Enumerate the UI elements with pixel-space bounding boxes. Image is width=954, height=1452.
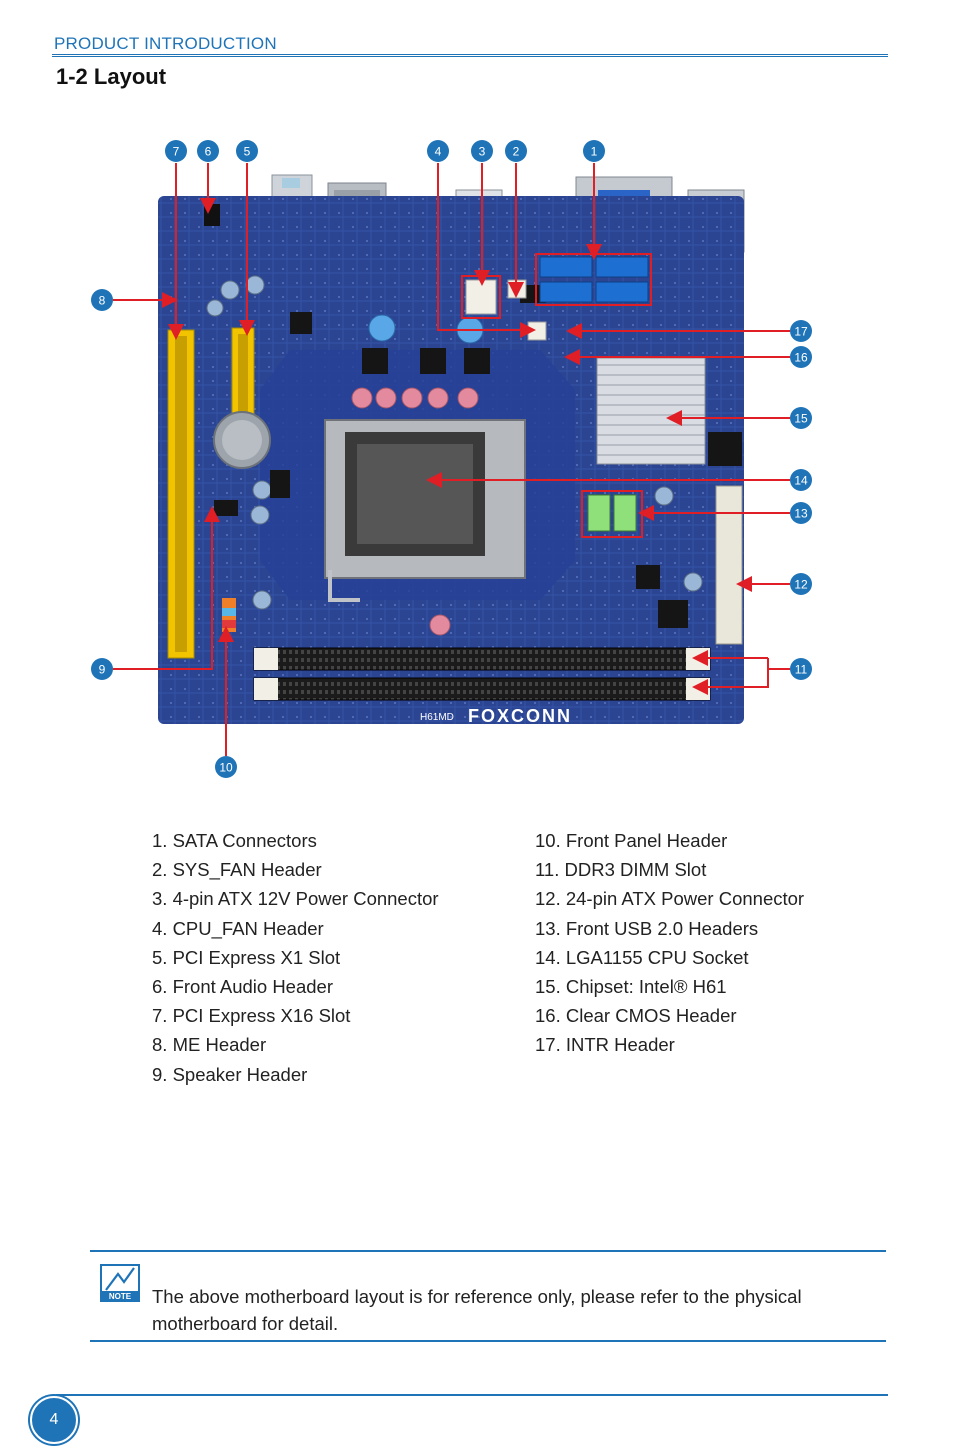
- callout-6: 6: [197, 140, 219, 162]
- callout-4: 4: [427, 140, 449, 162]
- callout-9: 9: [91, 658, 113, 680]
- dimm-slot-2: [253, 677, 711, 701]
- atx-24pin: [715, 485, 743, 645]
- legend-item: 14. LGA1155 CPU Socket: [535, 946, 749, 968]
- motherboard-layout-diagram: H61MD FOXCONN 1 2 3 4 5 6 7 8 9 10 11 12…: [91, 140, 812, 778]
- legend-item: 5. PCI Express X1 Slot: [152, 946, 341, 968]
- svg-text:8: 8: [99, 294, 106, 308]
- callout-16: 16: [790, 346, 812, 368]
- page-title: 1-2 Layout: [56, 64, 167, 89]
- svg-text:13: 13: [794, 507, 808, 521]
- legend-item: 10. Front Panel Header: [535, 830, 728, 851]
- legend-item: 2. SYS_FAN Header: [152, 859, 322, 881]
- header-rule: [52, 54, 888, 57]
- chipset-heatsink: [596, 357, 706, 465]
- note-icon: NOTE: [100, 1264, 140, 1302]
- callout-11: 11: [790, 658, 812, 680]
- legend-item: 16. Clear CMOS Header: [535, 1005, 737, 1027]
- svg-text:10: 10: [219, 761, 233, 775]
- svg-text:6: 6: [205, 145, 212, 159]
- legend-item: 3. 4-pin ATX 12V Power Connector: [152, 888, 439, 910]
- svg-text:4: 4: [435, 145, 442, 159]
- footer-rule: [56, 1394, 888, 1396]
- svg-text:16: 16: [794, 351, 808, 365]
- legend-item: 12. 24-pin ATX Power Connector: [535, 888, 805, 910]
- legend-item: 13. Front USB 2.0 Headers: [535, 917, 759, 939]
- callout-1: 1: [583, 140, 605, 162]
- board-model-text: H61MD: [420, 712, 454, 723]
- callout-13: 13: [790, 502, 812, 524]
- legend-list-right: 10. Front Panel Header 11. DDR3 DIMM Slo…: [535, 826, 804, 1060]
- svg-text:3: 3: [479, 145, 486, 159]
- svg-text:15: 15: [794, 412, 808, 426]
- sata-connectors: [539, 256, 649, 303]
- dimm-slot-1: [253, 647, 711, 671]
- svg-text:12: 12: [794, 578, 808, 592]
- callout-10: 10: [215, 756, 237, 778]
- svg-text:9: 9: [99, 663, 106, 677]
- legend-item: 8. ME Header: [152, 1034, 267, 1056]
- callout-12: 12: [790, 573, 812, 595]
- legend-item: 4. CPU_FAN Header: [152, 917, 324, 939]
- note-text: The above motherboard layout is for refe…: [152, 1286, 802, 1334]
- svg-text:17: 17: [794, 325, 808, 339]
- svg-text:NOTE: NOTE: [109, 1292, 132, 1301]
- callout-5: 5: [236, 140, 258, 162]
- svg-text:14: 14: [794, 474, 808, 488]
- legend-list-left: 1. SATA Connectors 2. SYS_FAN Header 3. …: [152, 826, 439, 1089]
- board-brand-text: FOXCONN: [468, 706, 572, 726]
- svg-text:2: 2: [513, 145, 520, 159]
- callout-15: 15: [790, 407, 812, 429]
- svg-text:7: 7: [173, 145, 180, 159]
- legend-item: 15. Chipset: Intel® H61: [535, 975, 727, 997]
- svg-text:1: 1: [591, 145, 598, 159]
- legend-item: 1. SATA Connectors: [152, 830, 317, 851]
- page-number: 4: [30, 1396, 78, 1444]
- callout-7: 7: [165, 140, 187, 162]
- svg-text:11: 11: [795, 663, 808, 677]
- svg-text:5: 5: [244, 145, 251, 159]
- front-panel-header: [222, 598, 236, 632]
- note-rule-bottom: [90, 1340, 886, 1342]
- legend-item: 9. Speaker Header: [152, 1063, 308, 1085]
- legend-item: 6. Front Audio Header: [152, 975, 333, 997]
- section-label: PRODUCT INTRODUCTION: [54, 34, 277, 53]
- legend-item: 11. DDR3 DIMM Slot: [535, 859, 707, 881]
- legend-item: 17. INTR Header: [535, 1034, 675, 1056]
- legend-item: 7. PCI Express X16 Slot: [152, 1005, 351, 1027]
- note-rule-top: [90, 1250, 886, 1252]
- callout-3: 3: [471, 140, 493, 162]
- callout-17: 17: [790, 320, 812, 342]
- callout-8: 8: [91, 289, 113, 311]
- callout-2: 2: [505, 140, 527, 162]
- callout-14: 14: [790, 469, 812, 491]
